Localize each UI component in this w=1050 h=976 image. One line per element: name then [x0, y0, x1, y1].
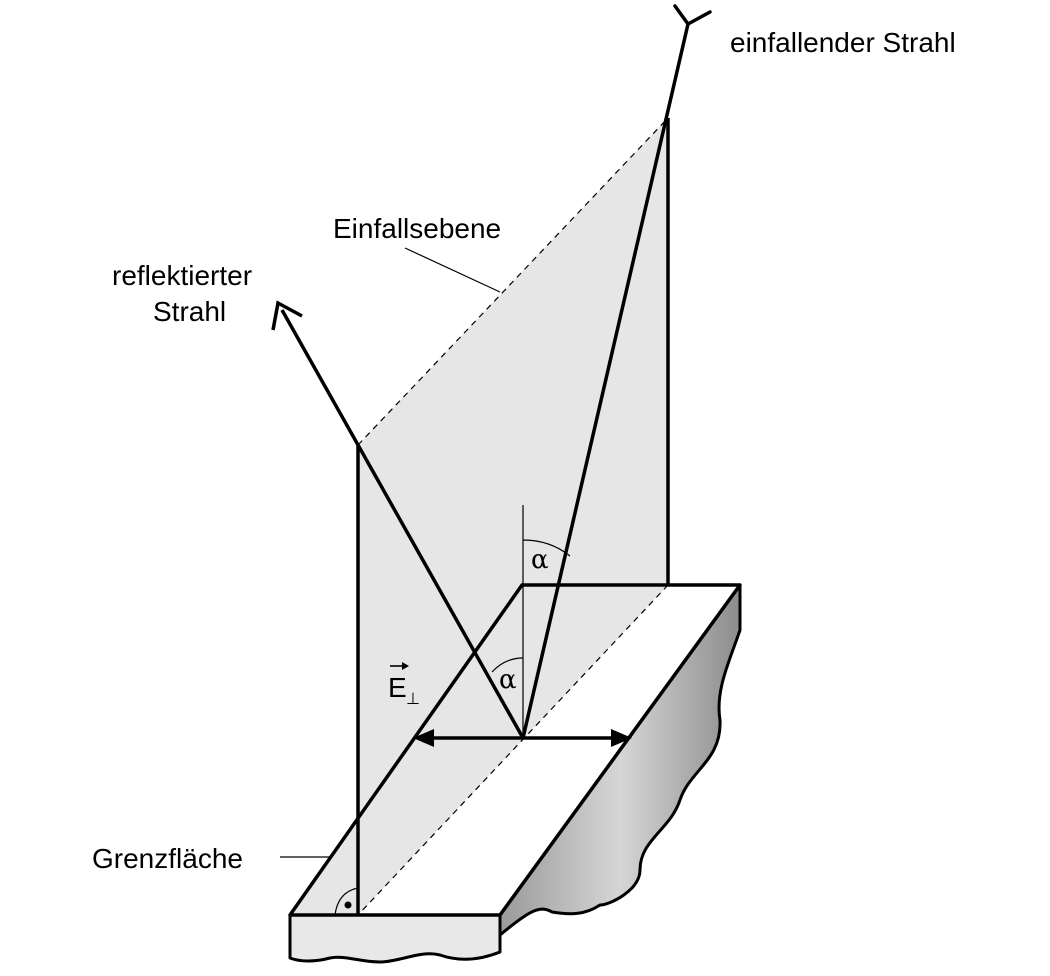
incident-ray-tail-left: [673, 4, 690, 26]
plane-top-edge-dashed: [357, 117, 669, 446]
e-field-vector-arrow: [390, 662, 409, 670]
angle-label-incident: α: [531, 545, 549, 575]
incident-ray-tail-right: [686, 10, 712, 26]
angle-arc-incident: [522, 539, 571, 557]
right-angle-mark: [334, 887, 359, 916]
plane-on-surface: [290, 585, 668, 915]
slab-side-face: [498, 583, 742, 937]
reflected-ray-label-line1: reflektierter: [112, 260, 252, 291]
plane-bottom-edge-dashed: [357, 584, 669, 916]
plane-of-incidence-label: Einfallsebene: [333, 213, 501, 244]
plane-label-leader: [404, 247, 501, 293]
angle-arc-reflected: [491, 657, 524, 673]
incident-ray: [521, 23, 690, 739]
reflected-ray-label-line2: Strahl: [153, 296, 226, 327]
incident-ray-label: einfallender Strahl: [730, 27, 956, 58]
e-field-symbol: E: [388, 672, 407, 703]
right-angle-dot: [344, 901, 352, 909]
reflected-ray-arrowhead: [271, 300, 303, 331]
reflected-ray: [280, 309, 525, 739]
angle-label-reflected: α: [499, 665, 517, 695]
e-field-arrowhead-left: [413, 729, 434, 747]
slab-front-face: [288, 913, 502, 964]
e-field-arrowhead-right: [611, 729, 632, 747]
e-field-subscript: ⊥: [406, 691, 420, 708]
interface-label: Grenzfläche: [92, 843, 243, 874]
